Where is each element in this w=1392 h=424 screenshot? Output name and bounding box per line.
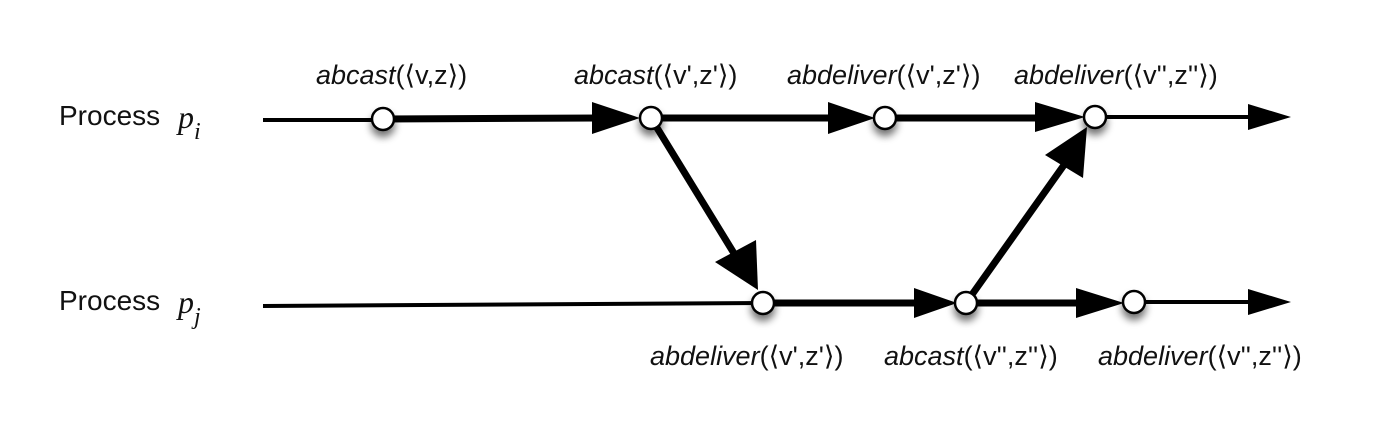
pi-arrowhead-2 [828,102,875,134]
process-pi-var: p [176,99,194,135]
pj-arrowhead-1 [914,288,957,318]
event-node-pi-3 [872,105,898,131]
event-node-pi-2 [638,105,664,131]
event-label-pi-1: abcast(⟨v,z⟩) [316,60,467,90]
pi-arrowhead-3 [1035,102,1085,132]
message-arrowhead-down [715,240,758,290]
process-pi-sub: i [194,119,201,145]
message-line-up [963,162,1067,306]
pj-line-start [262,301,764,308]
process-pi-label: Process p i [59,99,201,145]
message-arrowhead-up [1045,127,1087,178]
pi-arrowhead-1 [592,102,640,134]
event-label-pi-4: abdeliver(⟨v'',z''⟩) [1014,60,1218,90]
event-node-pi-1 [370,106,396,132]
process-pj-label: Process p j [59,284,201,330]
pj-end-arrowhead [1248,289,1291,315]
event-node-pj-2 [953,290,979,316]
event-label-pi-3: abdeliver(⟨v',z'⟩) [787,60,980,90]
pi-segment-1 [382,114,601,123]
process-pi-word: Process [59,100,160,131]
pi-end-arrowhead [1248,104,1291,130]
message-pj-to-pi [963,127,1087,306]
timeline-pi [263,102,1291,134]
event-nodes [370,104,1147,316]
event-node-pj-1 [750,290,776,316]
event-label-pj-2: abcast(⟨v'',z''⟩) [884,341,1058,371]
timeline-pj [262,288,1291,318]
process-pj-var: p [176,284,194,320]
event-label-pj-1: abdeliver(⟨v',z'⟩) [650,341,843,371]
message-line-down [648,116,738,257]
event-label-pj-3: abdeliver(⟨v'',z''⟩) [1098,341,1302,371]
event-node-pi-4 [1082,104,1108,130]
message-pi-to-pj [648,116,758,290]
event-label-pi-2: abcast(⟨v',z'⟩) [574,60,737,90]
process-pj-sub: j [191,304,201,330]
pj-arrowhead-2 [1076,288,1124,318]
event-node-pj-3 [1121,289,1147,315]
process-pj-word: Process [59,285,160,316]
